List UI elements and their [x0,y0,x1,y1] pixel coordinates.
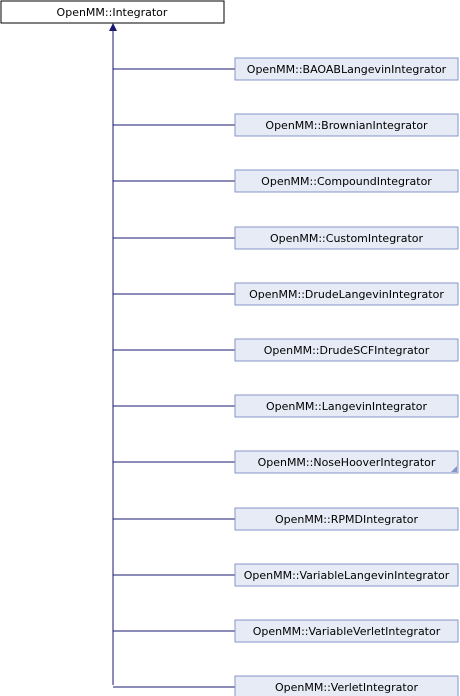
derived-class-node-baoablangevin-integrator[interactable]: OpenMM::BAOABLangevinIntegrator [113,57,459,81]
derived-class-box [234,338,459,362]
derived-class-box [234,57,459,81]
derived-class-node-variable-verlet-integrator[interactable]: OpenMM::VariableVerletIntegrator [113,619,459,643]
derived-class-node-custom-integrator[interactable]: OpenMM::CustomIntegrator [113,226,459,250]
inheritance-arrowhead [109,23,117,31]
derived-class-box [234,619,459,643]
base-class-label: OpenMM::Integrator [57,6,168,19]
derived-class-box [234,675,459,696]
derived-class-node-drude-langevin-integrator[interactable]: OpenMM::DrudeLangevinIntegrator [113,282,459,306]
derived-class-box [234,507,459,531]
derived-class-label: OpenMM::DrudeSCFIntegrator [264,344,430,357]
derived-class-box [234,450,459,474]
derived-class-node-rpmdintegrator[interactable]: OpenMM::RPMDIntegrator [113,507,459,531]
has-more-subclasses-icon [451,466,457,472]
derived-class-box [234,169,459,193]
derived-class-node-langevin-integrator[interactable]: OpenMM::LangevinIntegrator [113,394,459,418]
derived-class-list: OpenMM::BAOABLangevinIntegratorOpenMM::B… [113,57,459,696]
derived-class-box [234,226,459,250]
derived-class-node-variable-langevin-integrator[interactable]: OpenMM::VariableLangevinIntegrator [113,563,459,587]
derived-class-node-drude-scfintegrator[interactable]: OpenMM::DrudeSCFIntegrator [113,338,459,362]
derived-class-label: OpenMM::VariableVerletIntegrator [253,625,441,638]
derived-class-box [234,113,459,137]
base-class-box [0,0,225,24]
derived-class-label: OpenMM::VerletIntegrator [275,681,418,694]
derived-class-label: OpenMM::LangevinIntegrator [266,400,427,413]
derived-class-label: OpenMM::BrownianIntegrator [265,119,428,132]
derived-class-node-compound-integrator[interactable]: OpenMM::CompoundIntegrator [113,169,459,193]
derived-class-node-brownian-integrator[interactable]: OpenMM::BrownianIntegrator [113,113,459,137]
derived-class-label: OpenMM::NoseHooverIntegrator [258,456,436,469]
derived-class-label: OpenMM::VariableLangevinIntegrator [244,569,450,582]
derived-class-label: OpenMM::CustomIntegrator [270,232,424,245]
derived-class-node-nose-hoover-integrator[interactable]: OpenMM::NoseHooverIntegrator [113,450,459,474]
derived-class-label: OpenMM::RPMDIntegrator [275,513,419,526]
derived-class-label: OpenMM::BAOABLangevinIntegrator [247,63,447,76]
derived-class-label: OpenMM::DrudeLangevinIntegrator [249,288,444,301]
derived-class-box [234,282,459,306]
derived-class-box [234,394,459,418]
base-class-node[interactable]: OpenMM::Integrator [0,0,225,24]
derived-class-node-verlet-integrator[interactable]: OpenMM::VerletIntegrator [113,675,459,696]
derived-class-label: OpenMM::CompoundIntegrator [261,175,432,188]
derived-class-box [234,563,459,587]
